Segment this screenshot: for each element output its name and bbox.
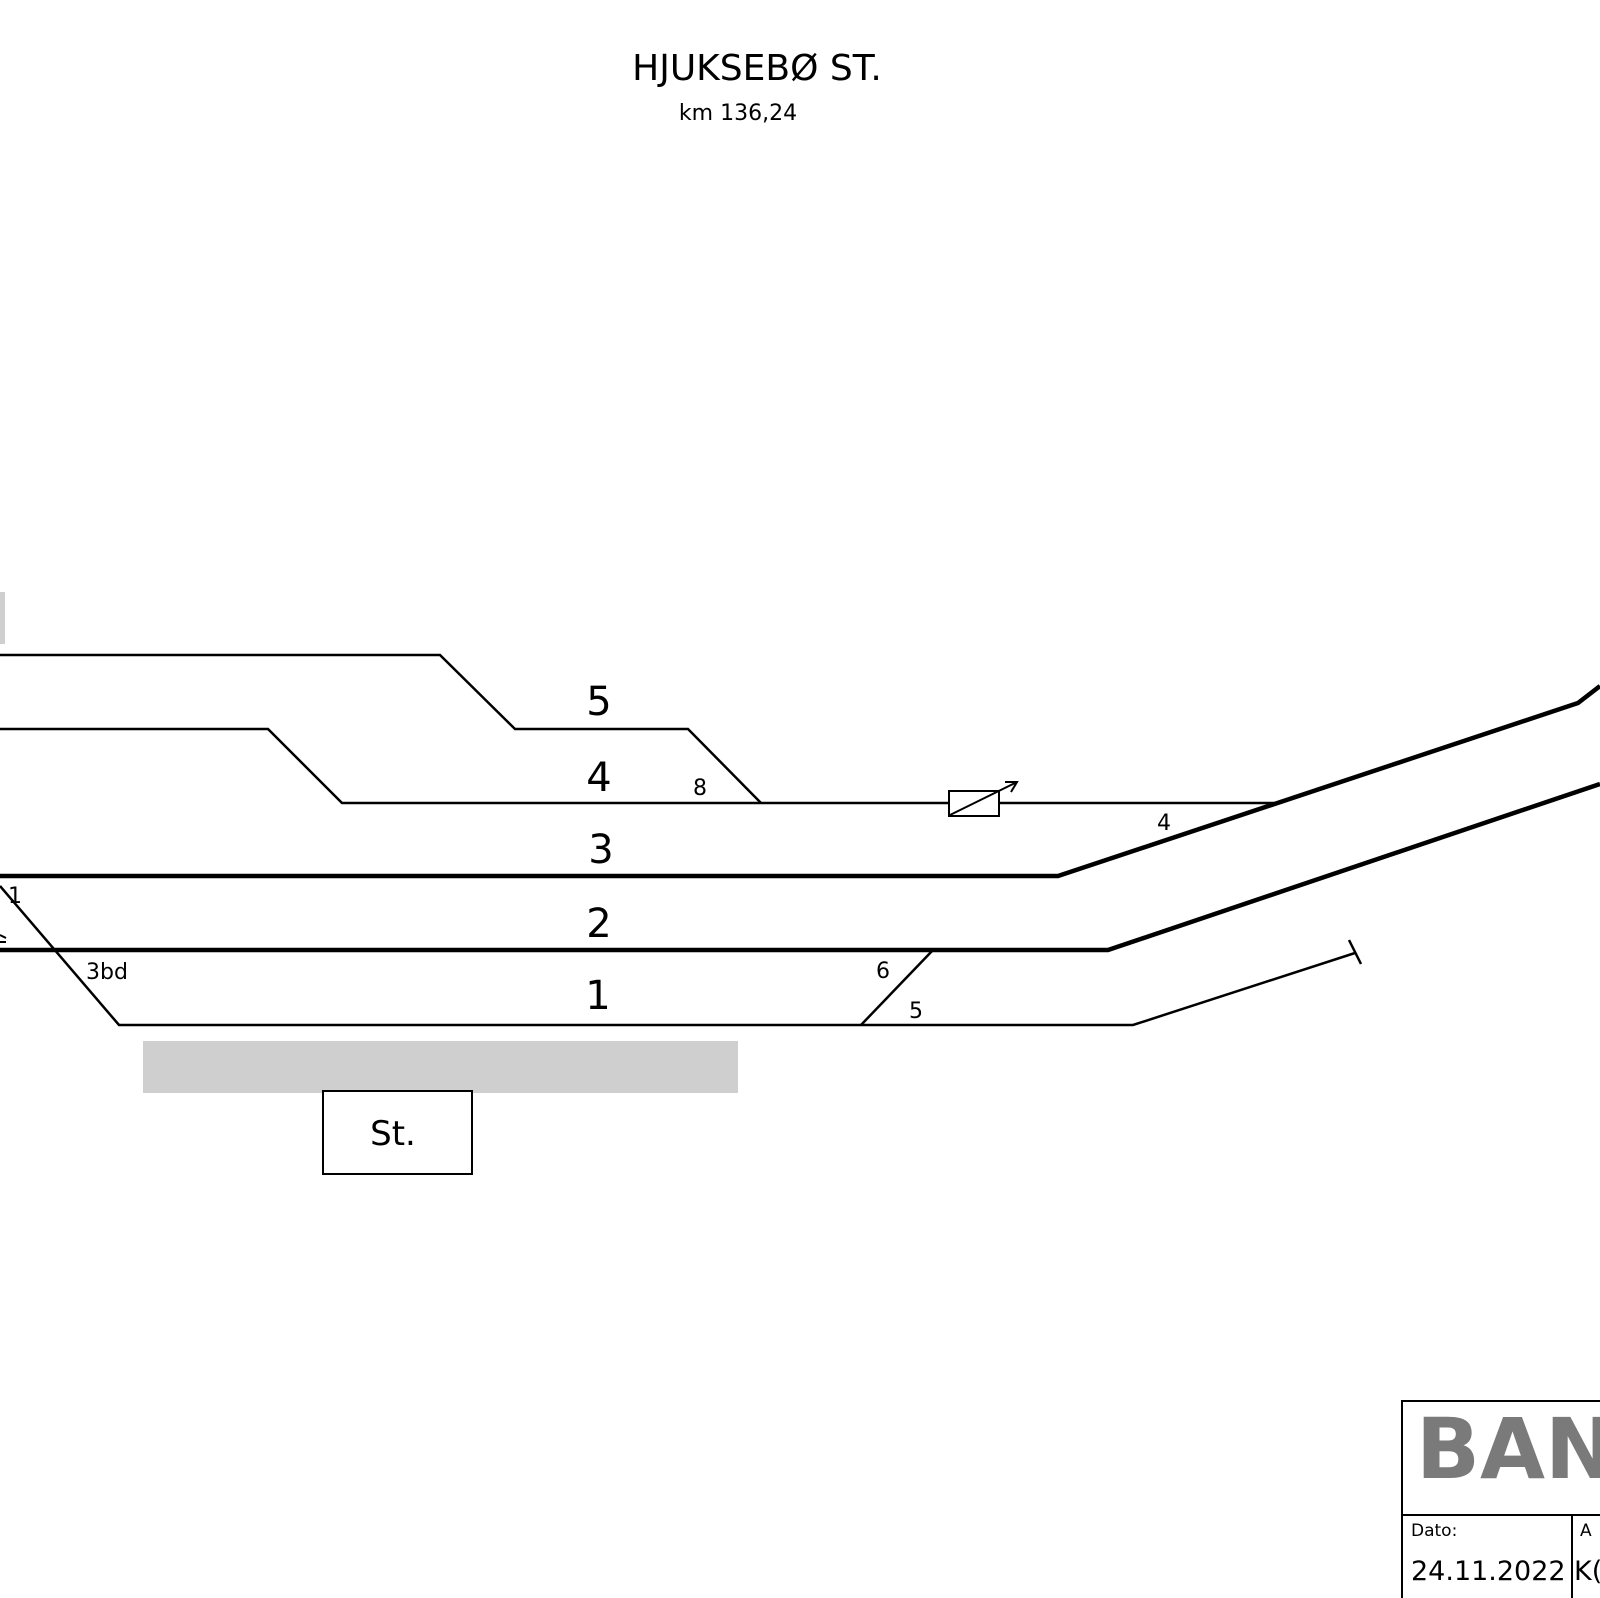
switch-label-5: 5 — [909, 999, 923, 1024]
track-label-4: 4 — [586, 755, 611, 801]
switch-label-6: 6 — [876, 959, 890, 984]
km-position: km 136,24 — [679, 101, 797, 126]
edge-mark-left — [0, 934, 7, 939]
track-1-line — [0, 885, 1356, 1027]
date-value: 24.11.2022 — [1411, 1556, 1566, 1587]
crossover-6-5 — [860, 949, 934, 1026]
buffer-stop-track-1 — [1347, 939, 1363, 965]
track-label-3: 3 — [588, 827, 613, 873]
switch-label-8: 8 — [693, 776, 707, 801]
switch-label-4: 4 — [1157, 811, 1171, 836]
station-title: HJUKSEBØ ST. — [632, 48, 882, 89]
title-block: BAN Dato: 24.11.2022 A K( — [1401, 1400, 1600, 1598]
platform-fragment-left — [0, 592, 5, 644]
title-block-cut-value: K( — [1574, 1556, 1600, 1587]
track-label-2: 2 — [586, 901, 611, 947]
switch-label-3bd: 3bd — [86, 960, 128, 985]
track-5-line — [0, 653, 762, 804]
track-3-line — [0, 684, 1600, 879]
switch-label-1: 1 — [8, 884, 22, 909]
station-building — [322, 1090, 473, 1175]
track-label-1: 1 — [585, 973, 610, 1019]
platform — [143, 1041, 738, 1093]
company-logo: BAN — [1416, 1400, 1600, 1498]
date-label: Dato: — [1411, 1521, 1457, 1541]
track-4-line — [0, 727, 1275, 805]
station-building-label: St. — [370, 1114, 416, 1154]
title-block-cut-label: A — [1580, 1521, 1592, 1541]
track-label-5: 5 — [586, 679, 611, 725]
derailer-symbol — [948, 781, 1019, 817]
track-2-line — [0, 781, 1600, 953]
